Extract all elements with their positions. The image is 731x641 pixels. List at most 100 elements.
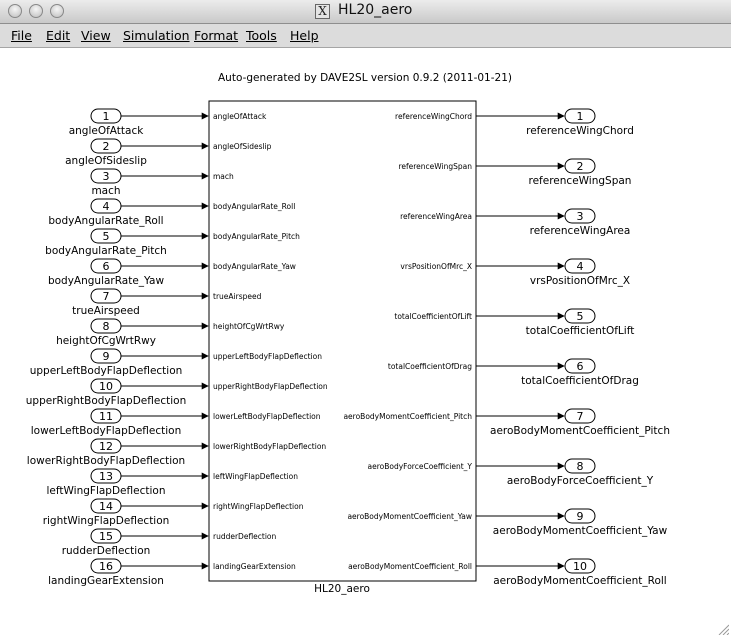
outport-block[interactable] <box>564 408 596 424</box>
outport-block[interactable] <box>564 208 596 224</box>
outport-5[interactable]: totalCoefficientOfLift 5 totalCoefficientO… <box>394 308 635 337</box>
inport-14[interactable]: 14rightWingFlapDeflectionrightWingFlapDe… <box>43 498 304 527</box>
inport-9[interactable]: 9upperLeftBodyFlapDeflectionupperLeftBod… <box>30 348 323 377</box>
menu-format[interactable]: Format <box>194 28 239 43</box>
block-input-port-label: landingGearExtension <box>213 562 296 571</box>
outport-number: 6 <box>577 360 584 373</box>
inport-label: landingGearExtension <box>48 575 164 587</box>
inport-number: 11 <box>99 410 113 423</box>
inport-12[interactable]: 12 lowerRightBodyFlapDeflection lowerRight… <box>27 438 327 467</box>
inport-number: 1 <box>103 110 110 123</box>
outport-block[interactable] <box>564 458 596 474</box>
inport-number: 2 <box>103 140 110 153</box>
block-output-port-label: vrsPositionOfMrc_X <box>400 262 472 271</box>
resize-grip-icon[interactable] <box>717 623 729 635</box>
block-diagram: Auto-generated by DAVE2SL version 0.9.2 … <box>26 72 670 595</box>
inport-number: 6 <box>103 260 110 273</box>
block-output-port-label: aeroBodyMomentCoefficient_Yaw <box>347 512 472 521</box>
menu-view[interactable]: View <box>81 28 111 43</box>
inport-3[interactable]: 3 mach mach <box>90 168 234 197</box>
outport-label: aeroBodyMomentCoefficient_Pitch <box>490 425 670 437</box>
inport-label: bodyAngularRate_Pitch <box>45 245 167 257</box>
block-output-port-label: totalCoefficientOfLift <box>394 312 472 321</box>
menu-bar: File Edit View Simulation Format Tools H… <box>0 24 731 48</box>
outport-label: totalCoefficientOfLift <box>526 325 635 337</box>
outport-block[interactable] <box>564 258 596 274</box>
outport-number: 2 <box>577 160 584 173</box>
menu-tools[interactable]: Tools <box>246 28 277 43</box>
menu-help[interactable]: Help <box>290 28 319 43</box>
outport-number: 5 <box>577 310 584 323</box>
model-header-annotation: Auto-generated by DAVE2SL version 0.9.2 … <box>218 72 512 84</box>
block-input-port-label: angleOfAttack <box>213 112 267 121</box>
inport-label: upperLeftBodyFlapDeflection <box>30 365 183 377</box>
inport-13[interactable]: 13leftWingFlapDeflectionleftWingFlapDefl… <box>47 468 299 497</box>
menu-edit[interactable]: Edit <box>46 28 71 43</box>
outport-number: 8 <box>577 460 584 473</box>
outport-block[interactable] <box>564 158 596 174</box>
inport-label: bodyAngularRate_Yaw <box>48 275 165 287</box>
outport-8[interactable]: aeroBodyForceCoefficient_Y 8 aeroBodyForce… <box>368 458 654 487</box>
inport-number: 3 <box>103 170 110 183</box>
outport-label: aeroBodyForceCoefficient_Y <box>507 475 654 487</box>
inport-10[interactable]: 10upperRightBodyFlapDeflectionupperRight… <box>26 378 328 407</box>
inport-11[interactable]: 11lowerLeftBodyFlapDeflectionlowerLeftBo… <box>31 408 321 437</box>
outport-block[interactable] <box>564 508 596 524</box>
inport-label: lowerRightBodyFlapDeflection <box>27 455 185 467</box>
outport-block[interactable] <box>564 308 596 324</box>
outport-block[interactable] <box>564 558 596 574</box>
block-input-port-label: lowerRightBodyFlapDeflection <box>213 442 326 451</box>
inport-5[interactable]: 5bodyAngularRate_PitchbodyAngularRate_Pi… <box>45 228 300 257</box>
inport-4[interactable]: 4bodyAngularRate_RollbodyAngularRate_Rol… <box>48 198 295 227</box>
block-output-port-label: aeroBodyForceCoefficient_Y <box>368 462 473 471</box>
block-input-port-label: leftWingFlapDeflection <box>213 472 298 481</box>
inport-label: heightOfCgWrtRwy <box>56 335 156 347</box>
window-title: HL20_aero <box>338 2 413 18</box>
inport-label: leftWingFlapDeflection <box>47 485 166 497</box>
block-input-port-label: rudderDeflection <box>213 532 277 541</box>
inport-label: mach <box>91 185 120 197</box>
outport-label: referenceWingChord <box>526 125 634 137</box>
inport-label: rightWingFlapDeflection <box>43 515 170 527</box>
inport-16[interactable]: 16 landingGearExtension landingGearExtensi… <box>48 558 296 587</box>
block-input-port-label: trueAirspeed <box>213 292 262 301</box>
menu-simulation[interactable]: Simulation <box>123 28 190 43</box>
close-window-button[interactable] <box>8 4 22 18</box>
block-input-port-label: upperRightBodyFlapDeflection <box>213 382 328 391</box>
outport-block[interactable] <box>564 108 596 124</box>
outport-block[interactable] <box>564 358 596 374</box>
minimize-window-button[interactable] <box>29 4 43 18</box>
block-input-port-label: upperLeftBodyFlapDeflection <box>213 352 322 361</box>
inport-number: 10 <box>99 380 113 393</box>
zoom-window-button[interactable] <box>50 4 64 18</box>
block-input-port-label: rightWingFlapDeflection <box>213 502 304 511</box>
model-canvas[interactable]: Auto-generated by DAVE2SL version 0.9.2 … <box>0 48 731 637</box>
subsystem-block[interactable] <box>208 100 477 582</box>
block-output-port-label: aeroBodyMomentCoefficient_Roll <box>348 562 472 571</box>
inport-number: 12 <box>99 440 113 453</box>
subsystem-block-name: HL20_aero <box>314 583 370 595</box>
block-input-port-label: bodyAngularRate_Pitch <box>213 232 300 241</box>
inport-number: 16 <box>99 560 113 573</box>
outport-number: 4 <box>577 260 584 273</box>
inport-number: 7 <box>103 290 110 303</box>
outport-label: aeroBodyMomentCoefficient_Roll <box>493 575 666 587</box>
block-input-port-label: heightOfCgWrtRwy <box>213 322 285 331</box>
menu-file[interactable]: File <box>11 28 32 43</box>
block-input-port-label: mach <box>213 172 234 181</box>
inport-label: angleOfSideslip <box>65 155 147 167</box>
